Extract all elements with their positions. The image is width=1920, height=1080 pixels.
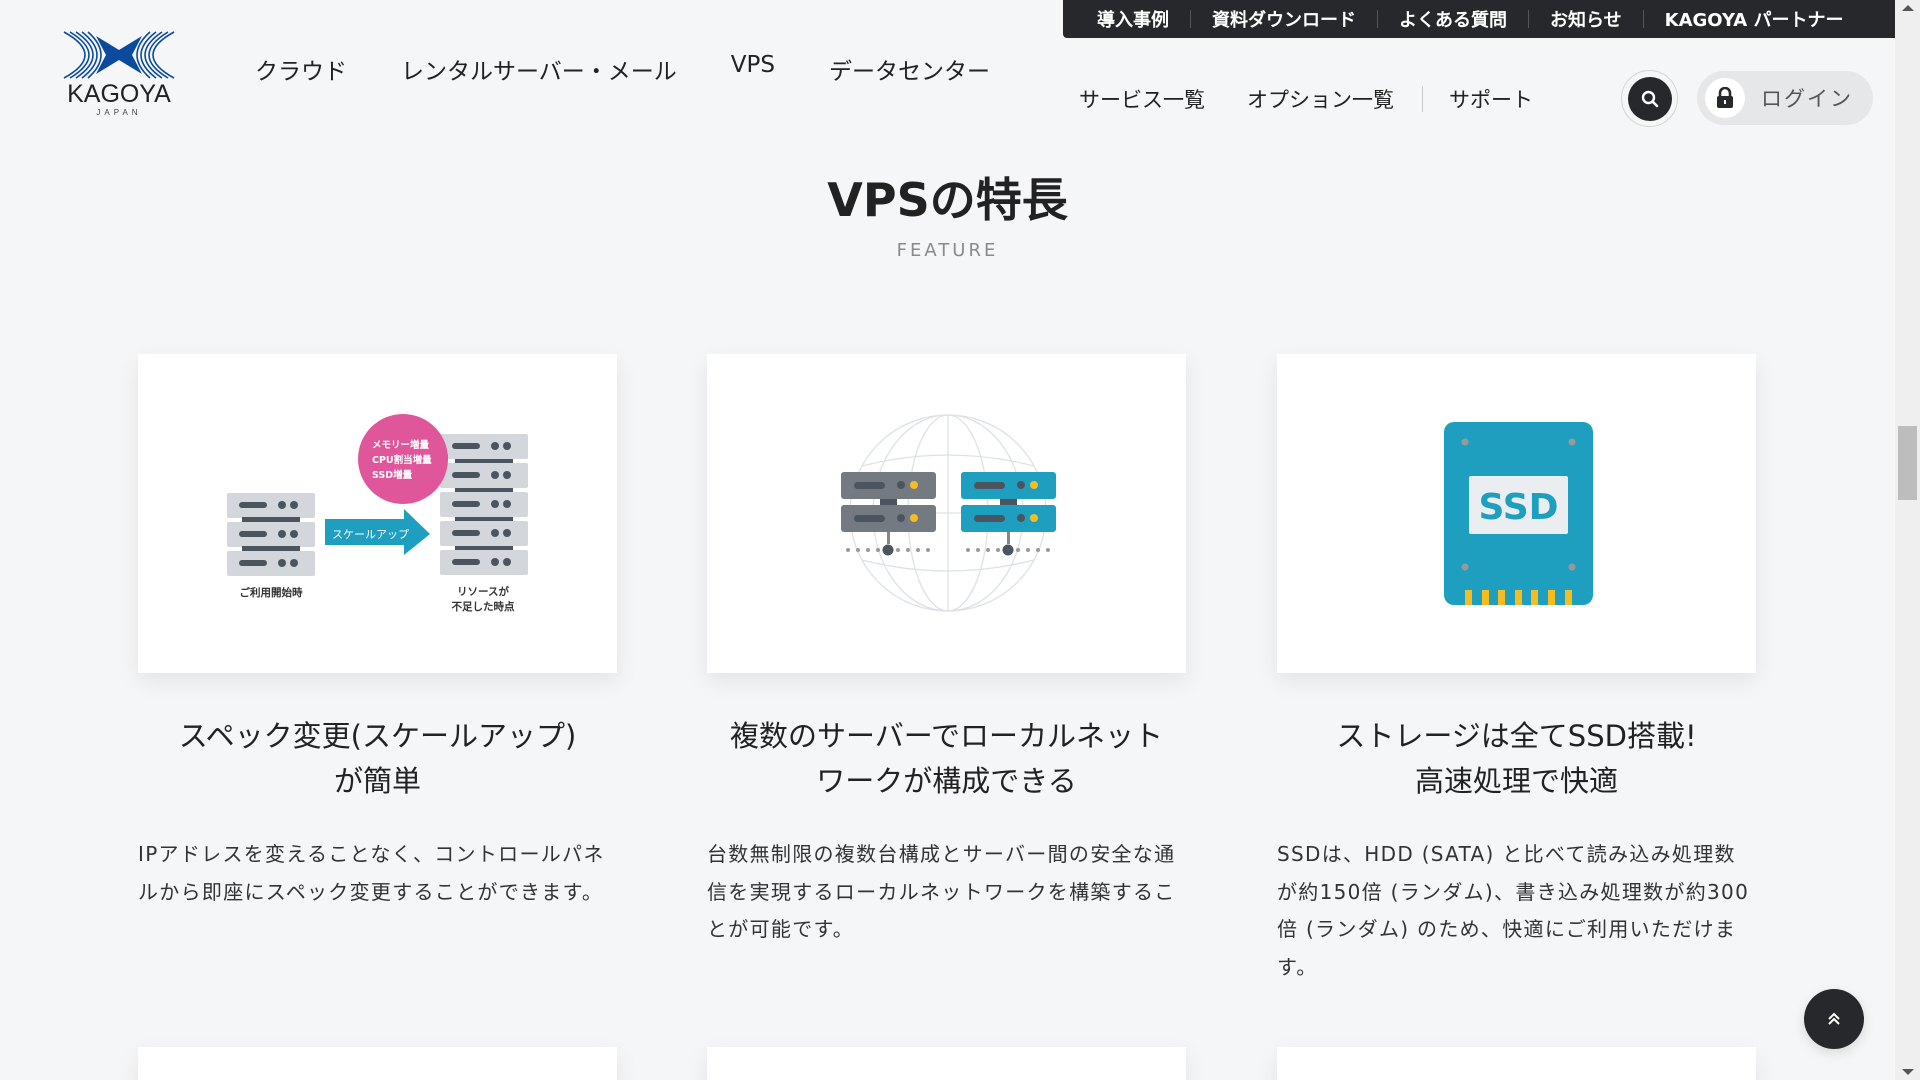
svg-text:不足した時点: 不足した時点	[452, 600, 515, 613]
feature-card-next-3	[1277, 1047, 1756, 1080]
logo-text: KAGOYA	[67, 80, 171, 108]
section-subtitle: FEATURE	[896, 240, 999, 261]
double-chevron-up-icon	[1828, 1012, 1840, 1025]
svg-text:SSD増量: SSD増量	[372, 469, 413, 481]
network-globe-illustration	[841, 414, 1056, 612]
login-label: ログイン	[1761, 87, 1853, 111]
utility-faq[interactable]: よくある質問	[1399, 10, 1507, 31]
ssd-illustration: SSD	[1444, 422, 1593, 605]
nav-cloud[interactable]: クラウド	[255, 59, 347, 85]
feature-card-scaleup: スケールアップ	[138, 354, 617, 673]
nav-service-list[interactable]: サービス一覧	[1079, 88, 1205, 112]
feature-card-ssd: SSD	[1277, 354, 1756, 673]
server-gray-icon	[841, 472, 936, 556]
nav-support[interactable]: サポート	[1449, 88, 1533, 112]
kagoya-logo[interactable]: KAGOYA JAPAN	[56, 30, 182, 120]
feature-card-local-network	[707, 354, 1186, 673]
server-teal-icon	[961, 472, 1056, 556]
search-button[interactable]	[1621, 70, 1678, 127]
divider	[1528, 10, 1529, 28]
svg-text:CPU割当増量: CPU割当増量	[372, 454, 432, 466]
ssd-icon: SSD	[1444, 422, 1593, 605]
logo-subtext: JAPAN	[96, 108, 142, 117]
section-title: VPSの特長	[827, 173, 1068, 227]
server-large	[440, 434, 528, 575]
scroll-down-arrow-icon[interactable]	[1902, 1069, 1914, 1075]
svg-text:ご利用開始時: ご利用開始時	[240, 586, 303, 599]
svg-text:メモリー増量: メモリー増量	[372, 439, 430, 451]
utility-downloads[interactable]: 資料ダウンロード	[1212, 10, 1356, 31]
scrollbar-thumb[interactable]	[1898, 426, 1917, 500]
utility-news[interactable]: お知らせ	[1550, 10, 1622, 31]
nav-option-list[interactable]: オプション一覧	[1247, 88, 1394, 112]
secondary-nav: サービス一覧 オプション一覧 サポート	[1079, 84, 1533, 114]
nav-datacenter[interactable]: データセンター	[828, 59, 990, 85]
back-to-top-button[interactable]	[1804, 989, 1864, 1049]
svg-text:SSD: SSD	[1478, 487, 1558, 528]
feature-body-local-network: 台数無制限の複数台構成とサーバー間の安全な通信を実現するローカルネットワークを構…	[707, 842, 1176, 941]
feature-card-next-2	[707, 1047, 1186, 1080]
nav-vps[interactable]: VPS	[730, 52, 775, 78]
divider	[1642, 10, 1644, 28]
feature-title-scaleup: スペック変更(スケールアップ) が簡単	[178, 719, 577, 798]
main-nav: クラウド レンタルサーバー・メール VPS データセンター	[255, 52, 1044, 86]
utility-case-studies[interactable]: 導入事例	[1097, 10, 1169, 31]
feature-body-ssd: SSDは、HDD (SATA) と比べて読み込み処理数が約150倍 (ランダム)…	[1277, 842, 1750, 979]
svg-text:リソースが: リソースが	[457, 585, 509, 598]
search-icon	[1641, 90, 1658, 107]
utility-partner[interactable]: KAGOYA パートナー	[1664, 10, 1844, 31]
divider	[1377, 10, 1378, 28]
nav-rental-server-mail[interactable]: レンタルサーバー・メール	[401, 59, 677, 85]
divider	[1190, 10, 1191, 28]
feature-title-ssd: ストレージは全てSSD搭載! 高速処理で快適	[1336, 719, 1697, 798]
feature-title-local-network: 複数のサーバーでローカルネット ワークが構成できる	[730, 719, 1163, 798]
lock-icon	[1717, 87, 1733, 108]
scroll-up-arrow-icon[interactable]	[1902, 5, 1914, 11]
scaleup-illustration: スケールアップ	[227, 414, 528, 613]
svg-text:スケールアップ: スケールアップ	[332, 528, 409, 541]
server-small	[227, 493, 315, 576]
divider	[1422, 86, 1423, 112]
utility-bar: 導入事例 資料ダウンロード よくある質問 お知らせ KAGOYA パートナー	[1063, 0, 1895, 38]
login-button[interactable]: ログイン	[1697, 71, 1873, 125]
feature-body-scaleup: IPアドレスを変えることなく、コントロールパネルから即座にスペック変更することが…	[138, 842, 605, 904]
feature-card-next-1	[138, 1047, 617, 1080]
vertical-scrollbar[interactable]	[1895, 0, 1920, 1080]
logo-mark-icon	[63, 31, 175, 79]
